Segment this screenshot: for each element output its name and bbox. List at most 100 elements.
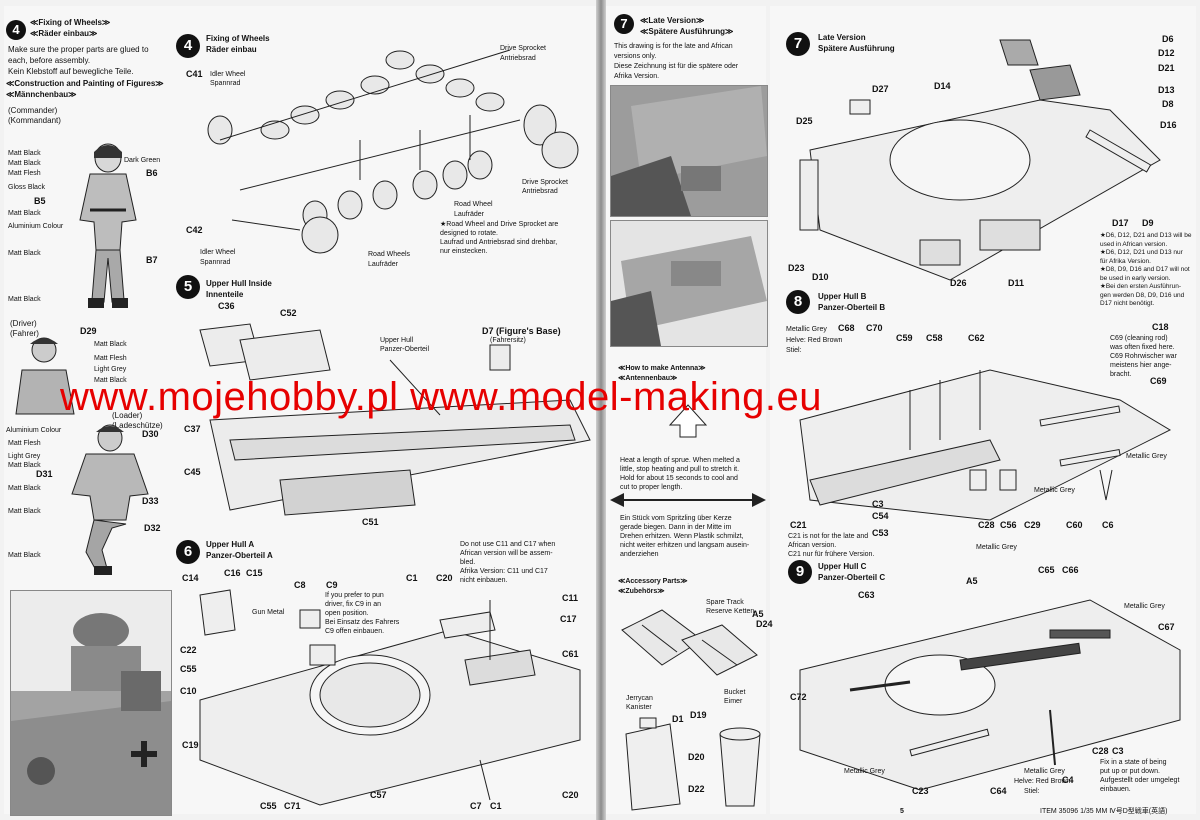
accessory-title-de: ≪Zubehörs≫ [618, 588, 665, 595]
step5-part: C45 [184, 467, 201, 477]
driver-part: D29 [80, 326, 97, 336]
metallic-grey-label: Metallic Grey [786, 326, 827, 333]
step8-part: C6 [1102, 520, 1114, 530]
step5-part: (Fahrersitz) [490, 337, 526, 344]
step-8-number: 8 [786, 290, 810, 314]
a5-label: A5 [752, 609, 764, 619]
step6-part: C61 [562, 649, 579, 659]
fig1-label: Matt Flesh [8, 170, 41, 177]
fig1-right-label: B6 [146, 168, 158, 178]
step6-part: C15 [246, 568, 263, 578]
fig3-right-label: D32 [144, 523, 161, 533]
idler-wheel-de-2: Spannrad [200, 259, 231, 266]
step-6-title-de: Panzer-Oberteil A [206, 551, 273, 560]
late-version-photo-1 [610, 85, 768, 217]
step8-part: C21 [790, 520, 807, 530]
fig1-label: Gloss Black [8, 184, 45, 191]
step-5-number: 5 [176, 275, 200, 299]
step6-part: C1 [406, 573, 418, 583]
helve-label: Helve: Red Brown [786, 337, 843, 344]
step9-part: C28 [1092, 746, 1109, 756]
step-9-title-en: Upper Hull C [818, 562, 867, 571]
figures-title-en: ≪Construction and Painting of Figures≫ [6, 79, 164, 88]
tank-crew-photo [10, 590, 172, 816]
step8-part: C56 [1000, 520, 1017, 530]
step5-part: C37 [184, 424, 201, 434]
step7-part: D14 [934, 81, 951, 91]
step7-part: D21 [1158, 63, 1175, 73]
fig1-label: Matt Black [8, 210, 41, 217]
step5-part: Panzer-Oberteil [380, 346, 430, 353]
late-version-photo-2 [610, 220, 768, 347]
step6-part: C19 [182, 740, 199, 750]
road-wheel-de: Laufräder [454, 211, 484, 218]
step-4-note: ★Road Wheel and Drive Sprocket are desig… [440, 221, 559, 255]
bucket-de: Eimer [724, 698, 743, 705]
step-7-title-en: Late Version [818, 33, 866, 42]
c69-note: C69 (cleaning rod) was often fixed here.… [1110, 335, 1177, 378]
step6-part: C20 [436, 573, 453, 583]
idler-wheel-label-2: Idler Wheel [200, 249, 236, 256]
step-8-title-de: Panzer-Oberteil B [818, 303, 886, 312]
metallic-grey-4: Metallic Grey [976, 544, 1017, 551]
step-7-note: ★D6, D12, D21 and D13 will be used in Af… [1100, 232, 1192, 307]
figures-title-de: ≪Männchenbau≫ [6, 90, 77, 99]
metallic-grey-2: Metallic Grey [1126, 453, 1167, 460]
stiel-label-2: Stiel: [1024, 788, 1040, 795]
step6-part: C55 [260, 801, 277, 811]
antenna-text-de: Ein Stück vom Spritzling über Kerze gera… [620, 515, 750, 558]
step8-part: C69 [1150, 376, 1167, 386]
step-6-note: Do not use C11 and C17 when African vers… [460, 541, 556, 584]
step7-part: D26 [950, 278, 967, 288]
step8-part: C29 [1024, 520, 1041, 530]
step9-part: C64 [990, 786, 1007, 796]
step7-part: D16 [1160, 120, 1177, 130]
commander-figure-drawing [79, 143, 137, 308]
idler-wheel-de: Spannrad [210, 80, 241, 87]
step5-part: D7 (Figure's Base) [482, 326, 561, 336]
antenna-diagram [610, 404, 766, 507]
road-wheels-label: Road Wheels [368, 251, 411, 258]
antenna-title-de: ≪Antennenbau≫ [618, 375, 678, 382]
step-4-title-en: Fixing of Wheels [206, 34, 270, 43]
step-7-small-number: 7 [614, 14, 634, 34]
step-5-title-en: Upper Hull Inside [206, 279, 272, 288]
step9-part: C23 [912, 786, 929, 796]
step-8-hull-drawing [799, 369, 1172, 521]
step6-part: C71 [284, 801, 301, 811]
c42-label: C42 [186, 225, 203, 235]
step8-part: C54 [872, 511, 889, 521]
fig1-label: Matt Black [8, 150, 41, 157]
drive-sprocket-de: Antriebsrad [500, 55, 536, 62]
fig3-label: Matt Black [8, 508, 41, 515]
late-version-title-de: ≪Spätere Ausführung≫ [640, 27, 734, 36]
metallic-grey-5: Metallic Grey [1124, 603, 1165, 610]
fig3-right-label: D30 [142, 429, 159, 439]
step5-part: C51 [362, 517, 379, 527]
fig3-label: Light Grey [8, 453, 41, 460]
fig1-label: B5 [34, 196, 46, 206]
step8-part: C62 [968, 333, 985, 343]
drive-sprocket-de-2: Antriebsrad [522, 188, 558, 195]
step-number: 4 [6, 20, 26, 40]
loader-label-de: (Ladeschütze) [112, 421, 163, 430]
step-9-number: 9 [788, 560, 812, 584]
d22-label: D22 [688, 784, 705, 794]
step6-part: C7 [470, 801, 482, 811]
loader-figure-drawing [71, 424, 149, 575]
road-wheel-label: Road Wheel [454, 201, 493, 208]
bucket-label: Bucket [724, 689, 746, 696]
drive-sprocket-label: Drive Sprocket [500, 45, 546, 52]
step6-part: C16 [224, 568, 241, 578]
step-4-number: 4 [176, 34, 200, 58]
loader-label-en: (Loader) [112, 411, 143, 420]
fig1-label: Matt Black [8, 250, 41, 257]
step5-part: C52 [280, 308, 297, 318]
step9-part: C65 [1038, 565, 1055, 575]
step5-part: C36 [218, 301, 235, 311]
driver-color: Matt Flesh [94, 355, 127, 362]
fig1-right-label: B7 [146, 255, 158, 265]
step6-part: C14 [182, 573, 199, 583]
driver-color: Light Grey [94, 366, 127, 373]
